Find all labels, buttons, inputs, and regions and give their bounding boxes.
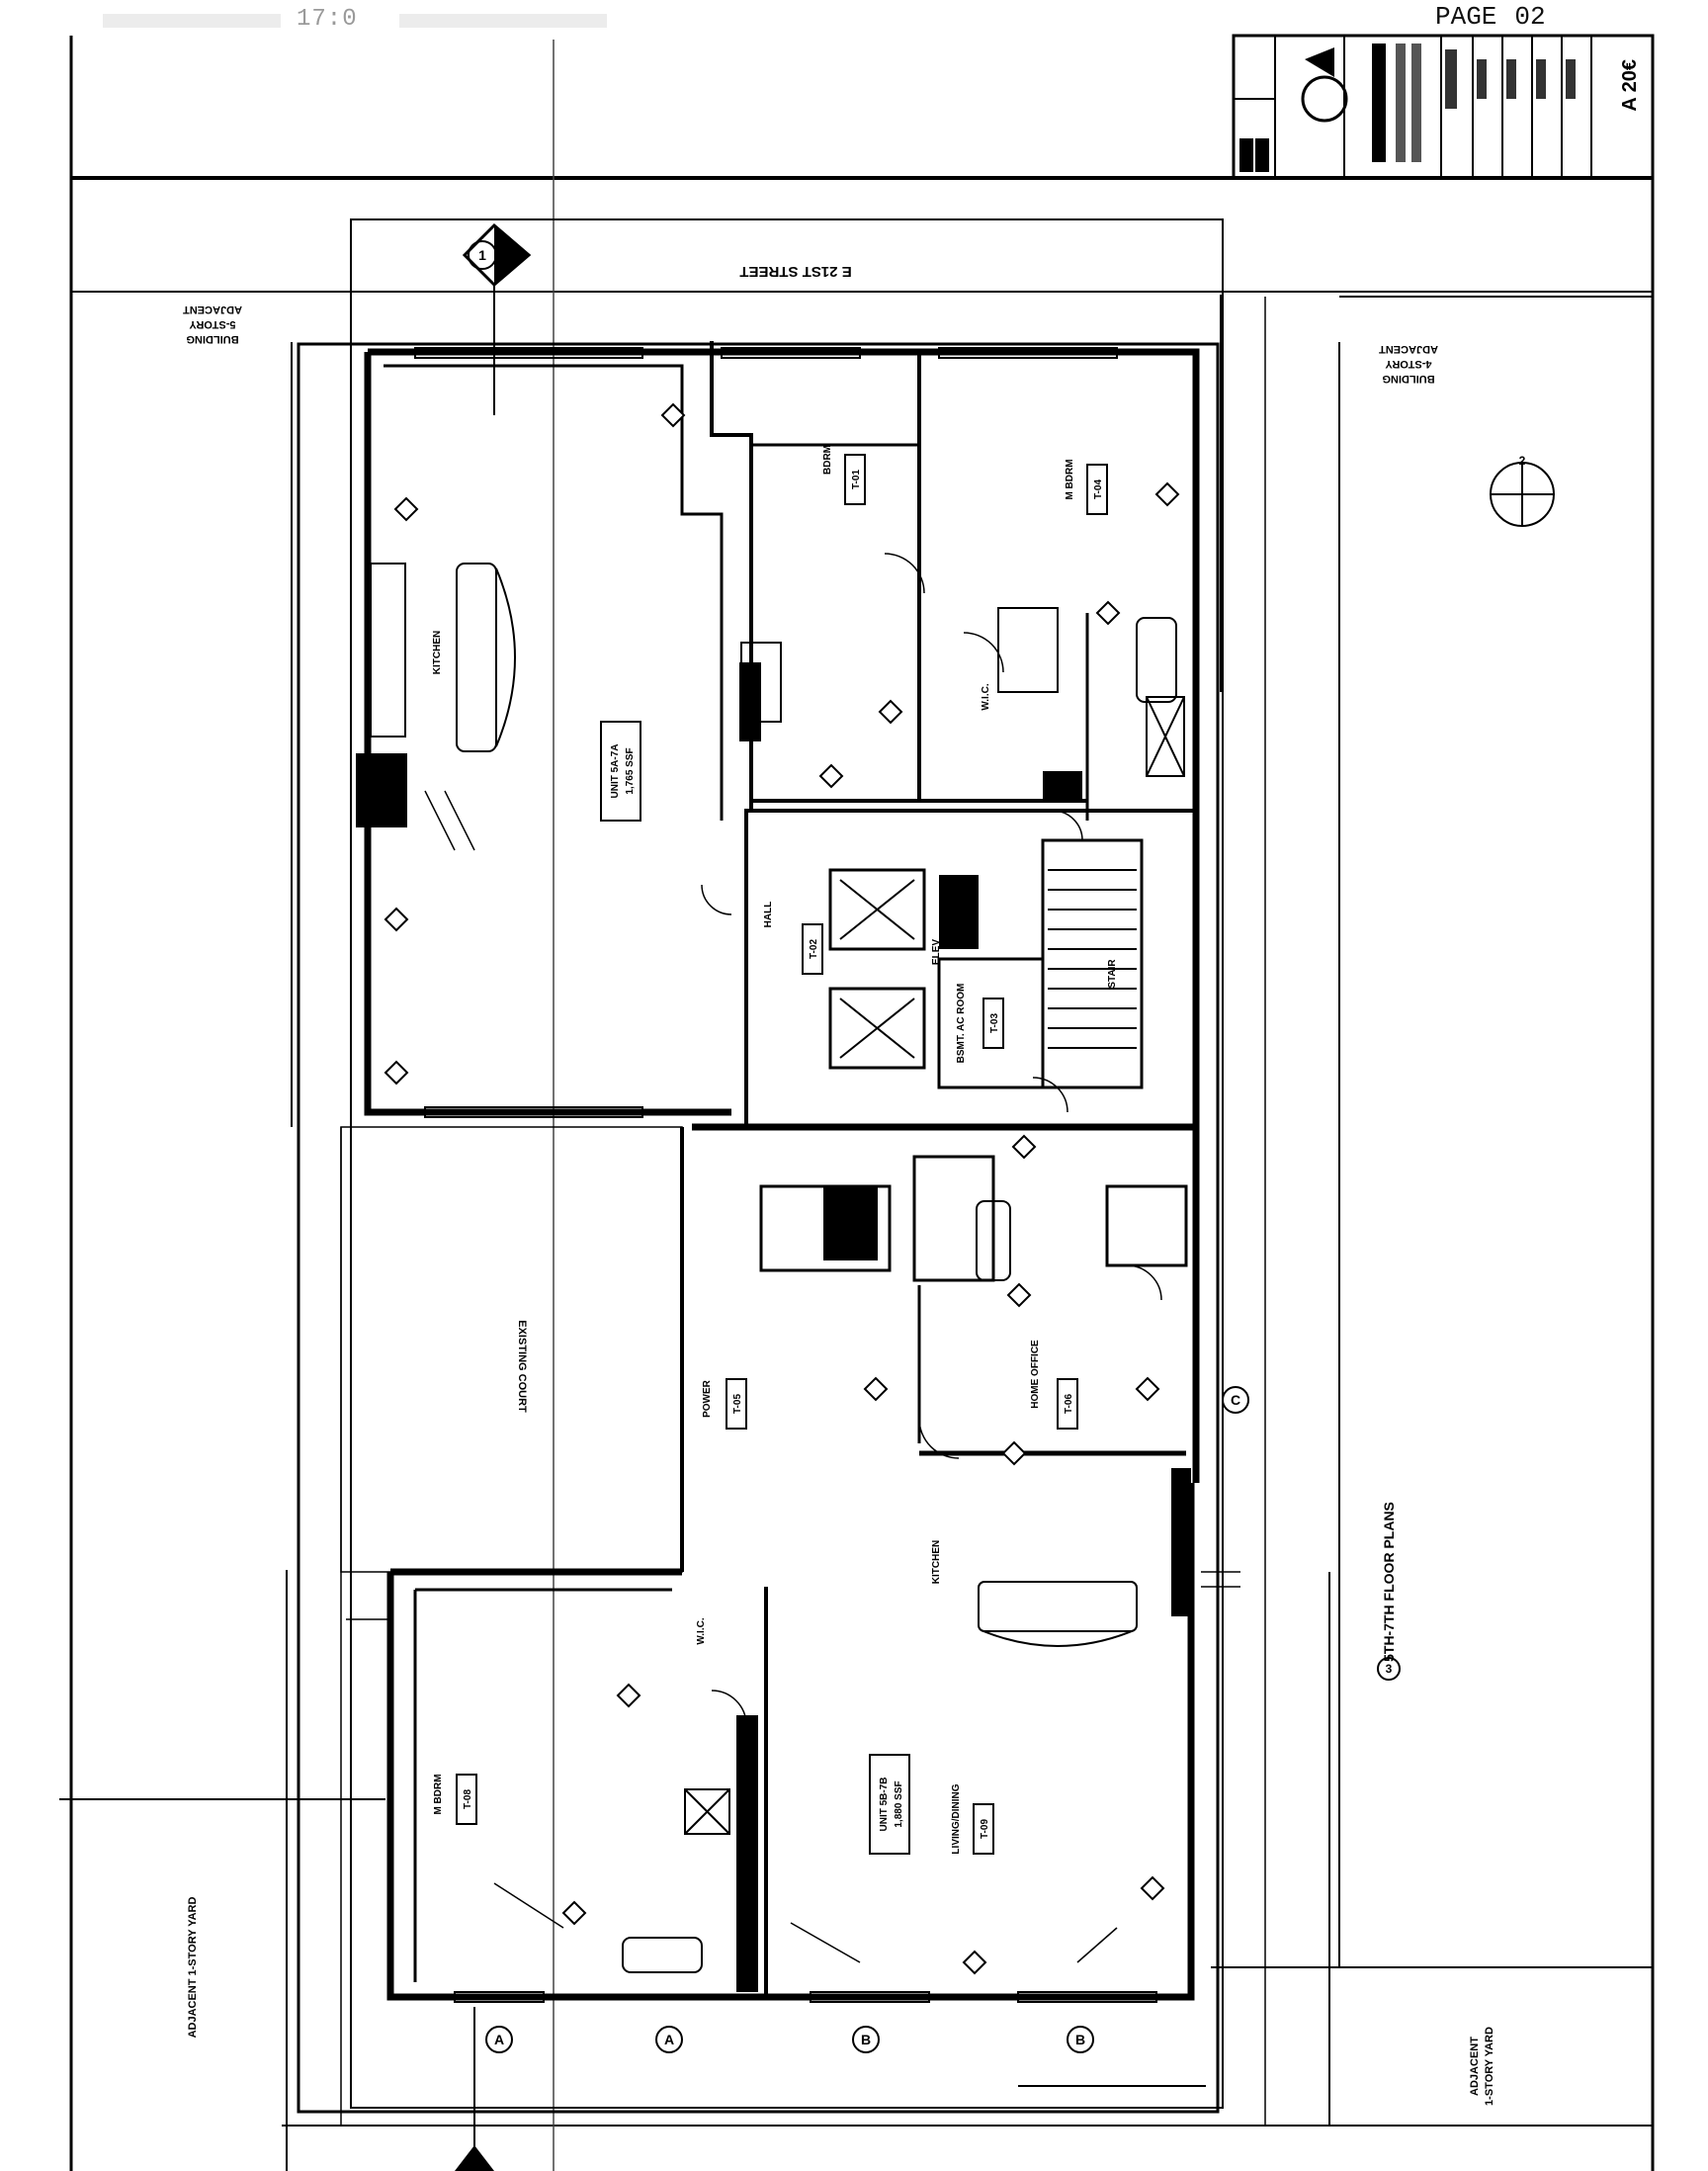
redacted-date	[103, 14, 281, 28]
room-name-stair: STAIR	[1107, 959, 1118, 989]
room-name-ac-room: BSMT. AC ROOM	[956, 984, 967, 1064]
room-name-wic-5b: W.I.C.	[696, 1617, 707, 1644]
adjacent-label-line: BUILDING	[1382, 373, 1434, 385]
section-markers	[455, 222, 1206, 2171]
adjacent-label-line: ADJACENT	[1379, 343, 1438, 355]
room-tag: T-03	[982, 998, 1004, 1049]
adjacent-label-line: ADJACENT	[183, 304, 242, 315]
unit-areas: UNIT 5A-7A 1,765 SSF UNIT 5B-7B 1,880 SS…	[600, 721, 910, 1855]
room-tag-text: T-03	[989, 1013, 1000, 1033]
room-name-m-bdrm-5a: M BDRM	[1065, 459, 1075, 499]
room-name-home-office: HOME OFFICE	[1030, 1340, 1041, 1409]
room-tag-text: T-08	[463, 1789, 473, 1809]
building-walls	[297, 218, 1224, 2114]
unit-area-value: 1,765 SSF	[625, 747, 636, 794]
grid-bubble-labels: A A B B C 1	[478, 247, 1240, 2047]
sheet-borders	[59, 36, 1655, 2171]
adjacent-yard-bottom-left: ADJACENT 1-STORY YARD	[187, 1897, 199, 2039]
room-name-wic-5a: W.I.C.	[981, 683, 991, 710]
keynote-bubble-label: 2	[1519, 454, 1526, 468]
room-tags: T-01 T-04 T-02 T-03 T-05 T-06 T-08 T-09	[456, 454, 1108, 1855]
keynote-bubble-label: 3	[1386, 1662, 1393, 1676]
unit-area-value: 1,880 SSF	[894, 1780, 904, 1827]
solid-walls	[356, 662, 1191, 1992]
elevator-stair	[684, 696, 1185, 1835]
room-tag-text: T-04	[1093, 479, 1104, 499]
doors	[701, 553, 1162, 1726]
drawing-title: 5TH-7TH FLOOR PLANS	[1381, 1502, 1397, 1662]
adjacent-label-line: 5-STORY	[189, 318, 236, 330]
windows	[414, 347, 1157, 2003]
finish-tags	[384, 402, 1180, 1975]
leader-lines	[346, 790, 1240, 1963]
room-name-hall: HALL	[763, 902, 774, 928]
fax-header: 17:0	[103, 6, 609, 36]
room-name-kitchen-5a: KITCHEN	[432, 631, 443, 674]
unit-area-label: UNIT 5B-7B	[879, 1777, 890, 1831]
adjacent-label-line: BUILDING	[186, 333, 238, 345]
adjacent-label-line: ADJACENT	[1469, 2037, 1481, 2096]
room-name-m-bdrm-5b: M BDRM	[433, 1774, 444, 1814]
room-name-elev: ELEV	[931, 939, 942, 965]
redacted-fax-number	[399, 14, 607, 28]
page-number: 02	[1514, 2, 1546, 32]
page-label: PAGE	[1435, 2, 1497, 32]
grid-bubble-label: B	[861, 2032, 871, 2047]
room-names: KITCHEN BDRM M BDRM HALL BSMT. AC ROOM P…	[432, 445, 1118, 1855]
grid-bubbles	[468, 240, 1555, 2053]
room-tag: T-01	[844, 454, 866, 505]
adjacent-label-line: 1-STORY YARD	[1484, 2027, 1495, 2106]
room-tag-text: T-05	[732, 1394, 743, 1414]
room-tag: T-09	[973, 1803, 994, 1855]
room-tag: T-08	[456, 1774, 477, 1825]
sheet-number: A 20€	[1619, 59, 1641, 112]
unit-area-label: UNIT 5A-7A	[610, 743, 621, 798]
fax-time: 17:0	[297, 6, 358, 33]
room-tag-text: T-09	[980, 1819, 990, 1839]
adjacent-yard-bottom-right: ADJACENT 1-STORY YARD	[1469, 2027, 1495, 2106]
room-tag: T-05	[726, 1378, 747, 1430]
grid-bubble-label: 1	[478, 247, 486, 263]
plan-labels: E 21ST STREET EXISTING COURT 5TH-7TH FLO…	[183, 263, 1495, 2106]
room-tag-text: T-01	[851, 470, 862, 489]
room-name-living-dining: LIVING/DINING	[951, 1783, 962, 1854]
grid-bubble-label: A	[494, 2032, 504, 2047]
adjacent-label-line: 4-STORY	[1385, 358, 1432, 370]
room-tag-text: T-06	[1064, 1394, 1074, 1414]
grid-bubble-label: C	[1231, 1392, 1240, 1408]
grid-bubble-label: B	[1075, 2032, 1085, 2047]
fixtures	[370, 563, 1177, 1973]
court-label: EXISTING COURT	[516, 1320, 528, 1413]
firm-logo-icon	[1301, 75, 1348, 123]
room-tag-text: T-02	[809, 939, 819, 959]
page-indicator: PAGE 02	[1435, 2, 1546, 32]
room-name-kitchen-5b: KITCHEN	[931, 1540, 942, 1584]
room-tag: T-02	[802, 923, 823, 975]
adjacent-building-top-left: ADJACENT 5-STORY BUILDING	[183, 304, 242, 345]
title-block: A 20€	[1232, 34, 1655, 180]
keynote-bubble-labels: 2 3	[1386, 454, 1526, 1676]
street-label: E 21ST STREET	[739, 263, 851, 280]
room-tag: T-04	[1086, 464, 1108, 515]
room-name-power: POWER	[702, 1379, 713, 1418]
room-tag: T-06	[1057, 1378, 1078, 1430]
adjacent-building-top-right: ADJACENT 4-STORY BUILDING	[1379, 343, 1438, 385]
room-name-bdrm: BDRM	[822, 445, 833, 475]
grid-bubble-label: A	[664, 2032, 674, 2047]
